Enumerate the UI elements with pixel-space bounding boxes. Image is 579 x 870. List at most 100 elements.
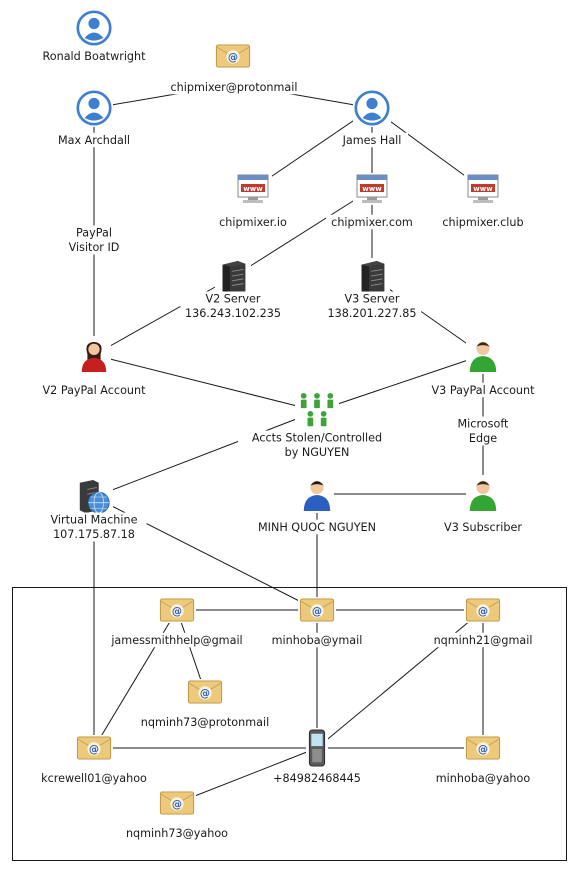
email-cluster-box: [12, 587, 567, 861]
node-label: chipmixer.club: [442, 216, 523, 229]
node-label-line: chipmixer@protonmail: [171, 81, 298, 94]
email-icon: [159, 598, 195, 622]
node-site-io: chipmixer.io: [210, 173, 296, 230]
nodes: Ronald Boatwright chipmixer@protonmailMax…: [34, 9, 543, 841]
node-max: Max Archdall: [51, 89, 137, 148]
node-label-line: nqminh73@protonmail: [141, 716, 269, 729]
node-label-line: V3 Subscriber: [444, 521, 522, 534]
node-label-line: Visitor ID: [69, 241, 120, 254]
node-label-line: +84982468445: [273, 772, 361, 785]
node-label-line: chipmixer.club: [442, 216, 523, 229]
node-label-line: nqminh21@gmail: [434, 634, 533, 647]
node-label: V3 PayPal Account: [432, 384, 536, 397]
node-jamessmithhelp: jamessmithhelp@gmail: [108, 597, 246, 648]
email-icon: [465, 736, 501, 760]
email-icon: [465, 598, 501, 622]
email-icon: [76, 736, 112, 760]
node-label: minhoba@yahoo: [436, 772, 531, 785]
node-label: chipmixer.com: [331, 216, 413, 229]
node-chipmixer-proton: chipmixer@protonmail: [165, 79, 303, 95]
node-label-line: James Hall: [342, 134, 402, 147]
edge-phone-nqminh73_yahoo: [176, 747, 318, 804]
user-icon: [76, 90, 112, 126]
edge-v3_server-v3_paypal: [371, 276, 484, 356]
node-label: V2 PayPal Account: [43, 384, 147, 397]
node-label-line: minhoba@yahoo: [436, 772, 531, 785]
email-icon: [215, 44, 251, 68]
node-label-line: Microsoft: [458, 418, 510, 431]
node-label: minhoba@ymail: [272, 634, 363, 647]
node-label-line: V3 PayPal Account: [432, 384, 536, 397]
server-icon: [222, 260, 246, 295]
node-label-line: PayPal: [76, 227, 112, 240]
node-label-line: V3 Server: [344, 293, 399, 306]
node-label-line: V2 PayPal Account: [43, 384, 147, 397]
node-nqminh21: nqminh21@gmail: [434, 597, 533, 648]
node-minh: MINH QUOC NGUYEN: [258, 475, 376, 535]
edge-v2_server-v2_paypal: [93, 276, 234, 356]
node-v2-paypal: V2 PayPal Account: [34, 336, 154, 398]
node-label-line: kcrewell01@yahoo: [41, 772, 147, 785]
node-label-line: chipmixer.io: [219, 216, 287, 229]
node-label-line: V2 Server: [205, 293, 260, 306]
email-icon: [159, 791, 195, 815]
node-label-line: by NGUYEN: [285, 446, 350, 459]
node-label-line: 138.201.227.85: [328, 307, 417, 320]
node-label-line: 107.175.87.18: [53, 528, 135, 541]
node-site-com: chipmixer.com: [326, 173, 418, 230]
node-v3-paypal: V3 PayPal Account: [423, 336, 543, 398]
node-label-line: jamessmithhelp@gmail: [110, 634, 242, 647]
node-kcrewell: kcrewell01@yahoo: [38, 735, 150, 786]
node-label-line: Accts Stolen/Controlled: [252, 432, 382, 445]
node-ronald: Ronald Boatwright: [34, 9, 154, 64]
node-label: James Hall: [342, 134, 402, 147]
node-label-line: chipmixer.com: [331, 216, 413, 229]
edge-nqminh21-phone: [316, 609, 484, 749]
node-label-line: 136.243.102.235: [185, 307, 281, 320]
node-label-line: Edge: [469, 432, 497, 445]
node-minhoba-yahoo: minhoba@yahoo: [436, 735, 531, 786]
node-v3-subscriber: V3 Subscriber: [437, 475, 529, 535]
node-minhoba-ymail: minhoba@ymail: [271, 597, 363, 648]
edge-james-site_io: [252, 107, 373, 190]
node-label: +84982468445: [273, 772, 361, 785]
node-nqminh73-yahoo: nqminh73@yahoo: [126, 790, 228, 841]
node-phone: +84982468445: [273, 728, 361, 786]
node-label: chipmixer@protonmail: [171, 81, 298, 94]
node-label: jamessmithhelp@gmail: [110, 634, 242, 647]
node-label: chipmixer.io: [219, 216, 287, 229]
node-label-line: Ronald Boatwright: [42, 50, 146, 63]
edge-jamessmithhelp-nqminh73_proton: [176, 609, 206, 693]
node-label-line: Max Archdall: [58, 134, 130, 147]
node-label: V3 Subscriber: [444, 521, 522, 534]
node-email-top: [214, 43, 252, 69]
node-label-line: Virtual Machine: [51, 514, 138, 527]
email-icon: [299, 598, 335, 622]
edge-site_com-v2_server: [232, 188, 373, 278]
node-label: Max Archdall: [58, 134, 130, 147]
node-label: MINH QUOC NGUYEN: [258, 521, 376, 534]
node-james: James Hall: [336, 89, 408, 148]
edge-v2_paypal-accts_stolen: [93, 354, 318, 412]
node-nqminh73-proton: nqminh73@protonmail: [139, 679, 271, 730]
server-icon: [361, 260, 385, 295]
email-icon: [187, 680, 223, 704]
node-label: nqminh73@yahoo: [126, 827, 228, 840]
node-label: Ronald Boatwright: [42, 50, 146, 63]
node-site-club: chipmixer.club: [433, 173, 533, 230]
node-label-line: MINH QUOC NGUYEN: [258, 521, 376, 534]
user-icon: [76, 10, 112, 46]
edge-accts_stolen-vm: [93, 410, 318, 498]
